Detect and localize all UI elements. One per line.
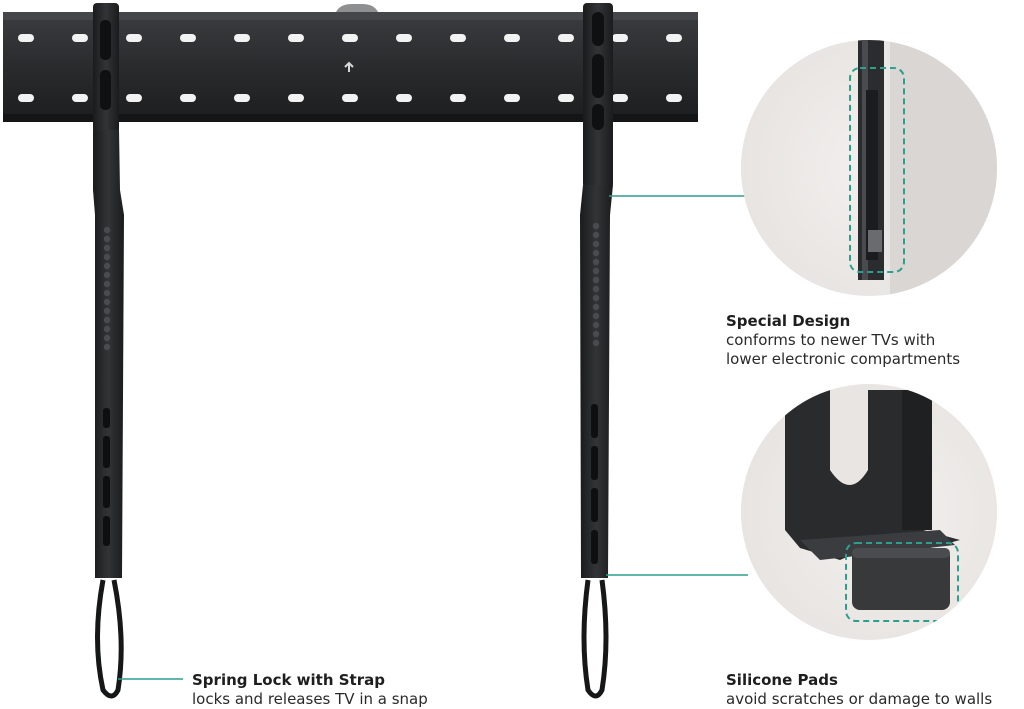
adjustment-hole (103, 244, 111, 252)
adjustment-hole (592, 240, 600, 248)
mounting-slot (18, 94, 34, 102)
mounting-slot (342, 34, 358, 42)
adjustment-hole (103, 289, 111, 297)
mounting-slot (450, 94, 466, 102)
adjustment-hole (103, 316, 111, 324)
adjustment-hole (592, 222, 600, 230)
adjustment-hole (103, 271, 111, 279)
mounting-slots-row-bottom (18, 94, 682, 102)
mounting-slot (180, 94, 196, 102)
callout-title: Silicone Pads (726, 671, 838, 689)
callout-description: locks and releases TV in a snap (192, 689, 428, 708)
mounting-slot (396, 34, 412, 42)
mounting-slot (288, 94, 304, 102)
mounting-slot (180, 34, 196, 42)
adjustment-hole (592, 330, 600, 338)
mounting-slot (558, 94, 574, 102)
highlight-frame-silicone-pads (845, 542, 959, 622)
adjustment-hole (103, 325, 111, 333)
detail-circle-silicone-pads (741, 384, 997, 640)
mounting-slot (612, 94, 628, 102)
mounting-slot (450, 34, 466, 42)
mounting-slot (504, 94, 520, 102)
adjustment-hole (592, 303, 600, 311)
callout-leader-lines (118, 195, 755, 680)
adjustment-hole (103, 235, 111, 243)
spring-lock-strap-right (581, 579, 609, 699)
mounting-slot (72, 94, 88, 102)
detail-circle-special-design (741, 40, 997, 296)
adjustment-hole (592, 285, 600, 293)
callout-spring-lock: Spring Lock with Strap locks and release… (192, 671, 492, 709)
adjustment-hole (103, 343, 111, 351)
adjustment-hole (592, 339, 600, 347)
highlight-frame-special-design (849, 67, 905, 273)
mounting-slots-row-top (18, 34, 682, 42)
callout-description: avoid scratches or damage to walls (726, 689, 993, 708)
adjustment-hole (103, 298, 111, 306)
callout-title: Spring Lock with Strap (192, 671, 385, 689)
callout-description-line: conforms to newer TVs with (726, 330, 936, 349)
tv-bracket-arm-left (93, 3, 124, 699)
adjustment-hole (592, 249, 600, 257)
mounting-slot (558, 34, 574, 42)
spring-lock-strap-left (95, 579, 124, 699)
tv-bracket-arm-right (580, 3, 613, 699)
mounting-slot (18, 34, 34, 42)
mounting-slot (504, 34, 520, 42)
adjustment-hole (103, 334, 111, 342)
mounting-slot (234, 34, 250, 42)
callout-silicone-pads: Silicone Pads avoid scratches or damage … (726, 671, 1024, 709)
callout-description-line: lower electronic compartments (726, 349, 961, 368)
mounting-slot (666, 34, 682, 42)
adjustment-hole (592, 276, 600, 284)
adjustment-hole (103, 280, 111, 288)
adjustment-hole (592, 321, 600, 329)
callout-title: Special Design (726, 312, 851, 330)
adjustment-hole (103, 262, 111, 270)
mounting-slot (72, 34, 88, 42)
adjustment-hole (592, 258, 600, 266)
mounting-slot (126, 34, 142, 42)
adjustment-hole (592, 231, 600, 239)
up-arrow-icon (344, 61, 354, 72)
mounting-slot (126, 94, 142, 102)
mounting-slot (666, 94, 682, 102)
callout-special-design: Special Design conforms to newer TVs wit… (726, 312, 1024, 368)
adjustment-hole (103, 226, 111, 234)
adjustment-hole (592, 312, 600, 320)
mounting-slot (342, 94, 358, 102)
mounting-slot (396, 94, 412, 102)
mounting-slot (288, 34, 304, 42)
mounting-slot (612, 34, 628, 42)
adjustment-hole (592, 267, 600, 275)
mounting-slot (234, 94, 250, 102)
adjustment-hole (592, 294, 600, 302)
wall-plate (3, 4, 698, 122)
adjustment-hole (103, 307, 111, 315)
adjustment-hole (103, 253, 111, 261)
